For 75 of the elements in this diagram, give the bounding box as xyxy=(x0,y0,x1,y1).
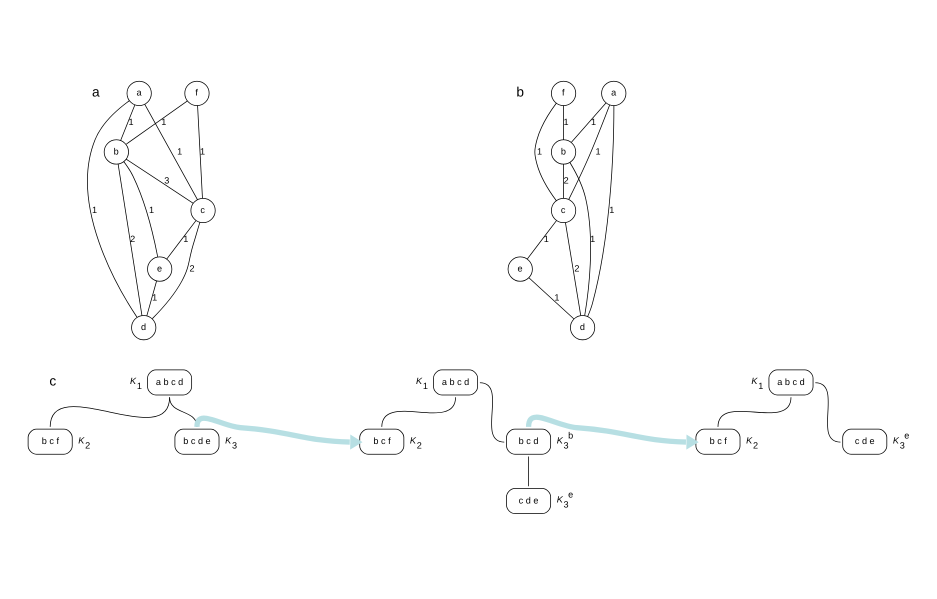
connector xyxy=(565,222,582,316)
node-circle: c xyxy=(190,198,216,224)
node-box: b c f xyxy=(696,428,740,455)
edge-label: 1 xyxy=(596,146,601,156)
connector xyxy=(563,105,564,140)
node-circle: a xyxy=(601,80,626,106)
node-circle: f xyxy=(184,80,210,106)
edge-label: 1 xyxy=(544,234,549,244)
connector xyxy=(534,102,557,201)
connector xyxy=(166,220,196,260)
connector xyxy=(146,280,157,316)
edge-label: 2 xyxy=(130,234,136,244)
connector xyxy=(144,104,198,200)
edge-label: 1 xyxy=(128,117,134,128)
node-circle: f xyxy=(551,80,576,106)
arrow xyxy=(194,416,363,450)
connector xyxy=(123,161,158,258)
edge-label: 1 xyxy=(161,117,166,128)
node-circle: b xyxy=(551,139,576,164)
edge-label: 1 xyxy=(183,234,188,244)
node-circle: d xyxy=(570,315,596,340)
node-circle: a xyxy=(126,80,152,106)
edge-label: 3 xyxy=(164,176,170,186)
edge-label: 1 xyxy=(536,146,542,156)
edge-label: 1 xyxy=(149,204,154,215)
edge-label: 1 xyxy=(92,204,98,215)
connector xyxy=(50,396,170,428)
connector xyxy=(120,104,136,141)
connector xyxy=(568,104,610,200)
node-box: a b c d xyxy=(147,369,192,396)
edge-label: 2 xyxy=(574,263,580,274)
connector xyxy=(126,100,188,145)
arrow xyxy=(526,414,699,450)
connector xyxy=(563,164,564,199)
node-circle: b xyxy=(104,139,129,164)
edge-label: 1 xyxy=(609,204,614,215)
node-box: b c d e xyxy=(174,428,220,455)
edge-label: 1 xyxy=(590,117,596,128)
node-circle: d xyxy=(131,315,156,340)
edge-label: 1 xyxy=(200,146,206,156)
connector xyxy=(126,158,194,204)
node-box: a b c d xyxy=(768,369,814,396)
connector xyxy=(718,396,792,428)
node-box: b c f xyxy=(359,428,404,455)
connector xyxy=(569,162,591,316)
connector xyxy=(528,277,574,320)
edge-label: 1 xyxy=(554,292,560,303)
connector xyxy=(381,396,456,428)
connector xyxy=(480,382,505,442)
edge-label: 2 xyxy=(564,176,569,186)
node-circle: e xyxy=(147,256,172,282)
label: a xyxy=(92,84,100,100)
connector xyxy=(87,100,138,318)
edge-label: 1 xyxy=(177,146,182,156)
connector xyxy=(587,105,614,317)
edge-label: 1 xyxy=(152,292,158,303)
node-circle: c xyxy=(551,198,576,224)
connector xyxy=(152,222,200,319)
connector xyxy=(571,102,606,143)
node-box: b c d xyxy=(506,428,552,455)
node-circle: e xyxy=(508,256,533,282)
node-box: c d e xyxy=(506,488,552,514)
label: b xyxy=(516,84,524,100)
connector xyxy=(118,164,142,316)
connector xyxy=(814,382,841,442)
node-box: a b c d xyxy=(433,369,478,396)
edge-label: 1 xyxy=(564,117,569,128)
node-box: c d e xyxy=(842,428,888,455)
connector xyxy=(526,220,557,260)
connector xyxy=(197,105,203,199)
label: c xyxy=(49,373,56,388)
node-box: b c f xyxy=(28,428,73,455)
connector xyxy=(528,456,529,487)
edge-label: 2 xyxy=(189,263,195,274)
edge-label: 1 xyxy=(590,234,596,244)
